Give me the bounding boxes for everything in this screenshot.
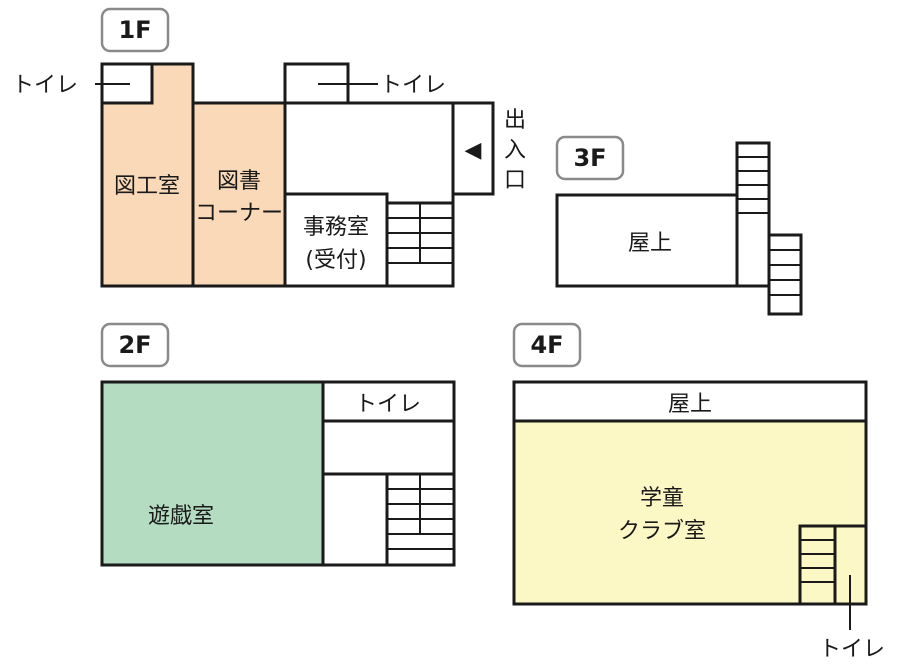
rooftop-4f-label: 屋上 — [668, 392, 712, 417]
floor-2f-label: 2F — [118, 331, 151, 359]
office-label-line2: (受付) — [305, 248, 366, 273]
craft-room-label: 図工室 — [114, 174, 180, 199]
entrance-label-char1: 出 — [504, 108, 526, 133]
toilet-2f — [321, 380, 456, 423]
floor-4f-label: 4F — [530, 331, 563, 359]
floor-2f: 2F トイレ 遊戯室 — [100, 322, 456, 567]
toilet-4f-label: トイレ — [819, 637, 885, 662]
playroom — [102, 382, 323, 565]
craft-room — [102, 103, 193, 286]
toilet-1f-left-label: トイレ — [12, 73, 78, 98]
office-label-line1: 事務室 — [303, 215, 369, 240]
playroom-label: 遊戯室 — [148, 504, 214, 529]
stairs-3f-lower — [767, 233, 803, 316]
floor-1f-label: 1F — [118, 16, 151, 44]
floor-3f-badge: 3F — [555, 135, 625, 181]
entrance-label-char2: 入 — [504, 138, 526, 163]
toilet-1f-right-label: トイレ — [380, 73, 446, 98]
floor-3f-label: 3F — [573, 144, 606, 172]
floor-1f-badge: 1F — [100, 7, 170, 53]
club-room-label-line2: クラブ室 — [618, 519, 706, 544]
toilet-2f-label: トイレ — [355, 392, 421, 417]
library-corner — [193, 103, 285, 286]
floor-4f-badge: 4F — [512, 322, 582, 368]
entrance-arrow-icon: ◀ — [465, 138, 482, 163]
entrance-label-char3: 口 — [504, 168, 526, 193]
floor-3f: 3F 屋上 — [555, 135, 803, 316]
floor-4f: 4F 屋上 学童 クラブ室 トイレ — [512, 322, 885, 662]
club-room — [514, 421, 866, 604]
entrance-area — [451, 101, 495, 196]
rooftop-3f-label: 屋上 — [628, 231, 672, 256]
club-room-label-line1: 学童 — [640, 486, 684, 511]
craft-room-upper — [152, 64, 193, 104]
floor-1f: 1F トイレ トイレ 図工室 図書 コーナー 事務室 (受付) ◀ 出 入 — [12, 7, 526, 288]
floor-2f-badge: 2F — [100, 322, 170, 368]
library-label-line2: コーナー — [195, 201, 283, 226]
library-label-line1: 図書 — [217, 169, 261, 194]
stairs-3f-upper — [735, 141, 771, 288]
